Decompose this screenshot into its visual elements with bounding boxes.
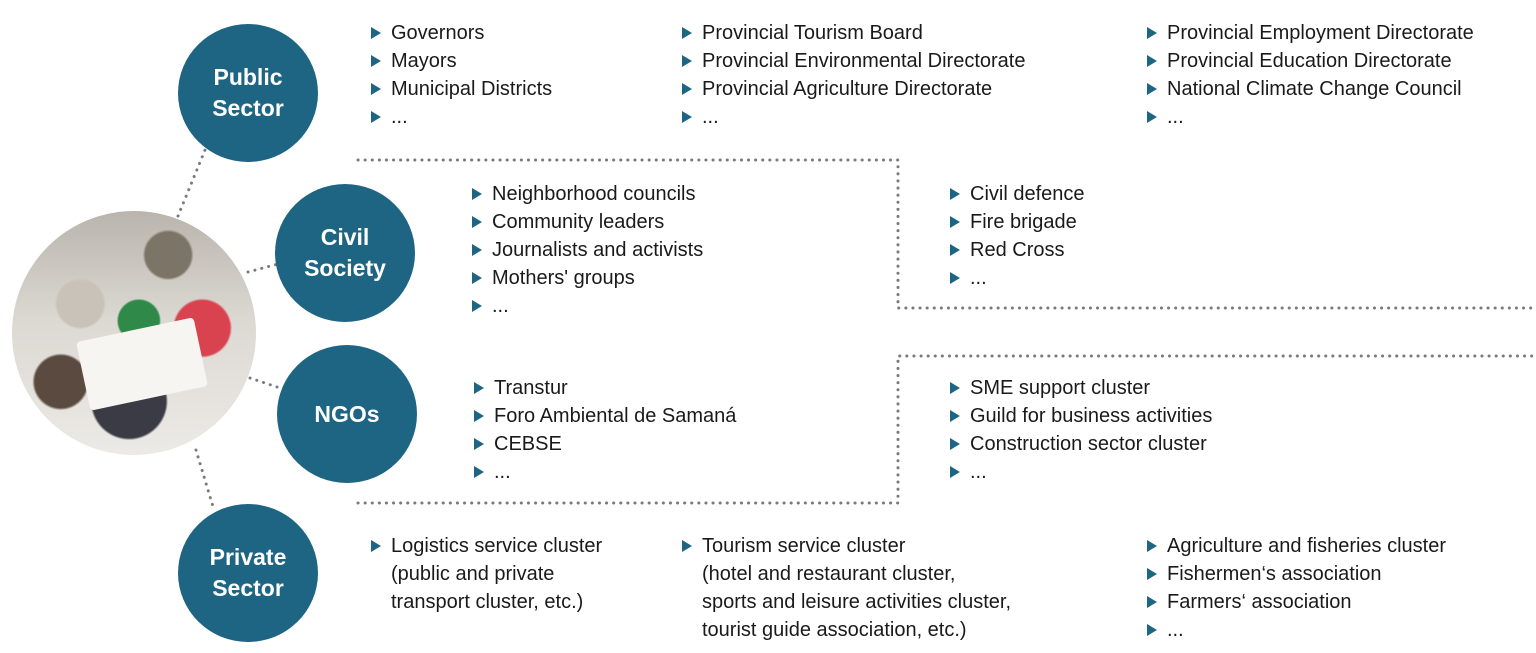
- list-item: SME support cluster: [949, 374, 1212, 402]
- list-item: Provincial Education Directorate: [1146, 47, 1474, 75]
- list-item: Journalists and activists: [471, 236, 703, 264]
- list-item: Mothers' groups: [471, 264, 703, 292]
- list-item-continuation: (public and private: [391, 563, 555, 585]
- list-item: ...: [949, 264, 1085, 292]
- list-item: Provincial Environmental Directorate: [681, 47, 1025, 75]
- list-item: Red Cross: [949, 236, 1085, 264]
- workshop-photo: [12, 211, 256, 455]
- public-sector-list-2: Provincial Tourism Board Provincial Envi…: [681, 19, 1025, 131]
- list-item: ...: [949, 458, 1212, 486]
- private-sector-list-1: Logistics service cluster (public and pr…: [370, 532, 602, 616]
- list-item: Provincial Tourism Board: [681, 19, 1025, 47]
- node-civil-society: Civil Society: [275, 184, 415, 322]
- list-item: Construction sector cluster: [949, 430, 1212, 458]
- list-item-continuation: (hotel and restaurant cluster,: [702, 563, 956, 585]
- private-sector-list-3: Agriculture and fisheries cluster Fisher…: [1146, 532, 1446, 644]
- list-item: Foro Ambiental de Samaná: [473, 402, 736, 430]
- connector-civil: [246, 262, 280, 274]
- list-item: Fishermen‘s association: [1146, 560, 1446, 588]
- node-ngos: NGOs: [277, 345, 417, 483]
- connector-public: [176, 148, 207, 218]
- list-item-continuation: tourist guide association, etc.): [702, 619, 967, 641]
- list-item: ...: [471, 292, 703, 320]
- list-item: Governors: [370, 19, 552, 47]
- list-item: Provincial Agriculture Directorate: [681, 75, 1025, 103]
- list-item: Community leaders: [471, 208, 703, 236]
- list-item: National Climate Change Council: [1146, 75, 1474, 103]
- node-ngos-label: NGOs: [314, 400, 380, 427]
- civil-society-list-2: Civil defence Fire brigade Red Cross ...: [949, 180, 1085, 292]
- photo-table-shape: [76, 317, 208, 411]
- list-item: Fire brigade: [949, 208, 1085, 236]
- list-item: Guild for business activities: [949, 402, 1212, 430]
- civil-society-list-1: Neighborhood councils Community leaders …: [471, 180, 703, 320]
- node-public-sector-label: Public Sector: [212, 64, 284, 121]
- separator-civil-society: [356, 158, 1536, 310]
- list-item-continuation: transport cluster, etc.): [391, 591, 584, 613]
- list-item: ...: [473, 458, 736, 486]
- list-item: CEBSE: [473, 430, 736, 458]
- list-item: Civil defence: [949, 180, 1085, 208]
- node-civil-society-label: Civil Society: [304, 224, 386, 281]
- list-item: Agriculture and fisheries cluster: [1146, 532, 1446, 560]
- ngos-list-2: SME support cluster Guild for business a…: [949, 374, 1212, 486]
- list-item: ...: [681, 103, 1025, 131]
- public-sector-list-1: Governors Mayors Municipal Districts ...: [370, 19, 552, 131]
- list-item: ...: [1146, 103, 1474, 131]
- list-item: Neighborhood councils: [471, 180, 703, 208]
- list-item: Municipal Districts: [370, 75, 552, 103]
- list-item-label: Logistics service cluster: [391, 535, 603, 557]
- connector-private: [194, 448, 216, 512]
- node-private-sector-label: Private Sector: [209, 544, 287, 601]
- separator-ngos: [356, 354, 1536, 505]
- list-item-label: Tourism service cluster: [702, 535, 906, 557]
- private-sector-list-2: Tourism service cluster (hotel and resta…: [681, 532, 1011, 644]
- list-item: Farmers‘ association: [1146, 588, 1446, 616]
- connector-ngos: [248, 376, 282, 390]
- list-item: Provincial Employment Directorate: [1146, 19, 1474, 47]
- list-item: ...: [370, 103, 552, 131]
- ngos-list-1: Transtur Foro Ambiental de Samaná CEBSE …: [473, 374, 736, 486]
- list-item: Logistics service cluster (public and pr…: [370, 532, 602, 616]
- node-public-sector: Public Sector: [178, 24, 318, 162]
- list-item-continuation: sports and leisure activities cluster,: [702, 591, 1012, 613]
- list-item: ...: [1146, 616, 1446, 644]
- list-item: Tourism service cluster (hotel and resta…: [681, 532, 1011, 644]
- public-sector-list-3: Provincial Employment Directorate Provin…: [1146, 19, 1474, 131]
- node-private-sector: Private Sector: [178, 504, 318, 642]
- list-item: Mayors: [370, 47, 552, 75]
- list-item: Transtur: [473, 374, 736, 402]
